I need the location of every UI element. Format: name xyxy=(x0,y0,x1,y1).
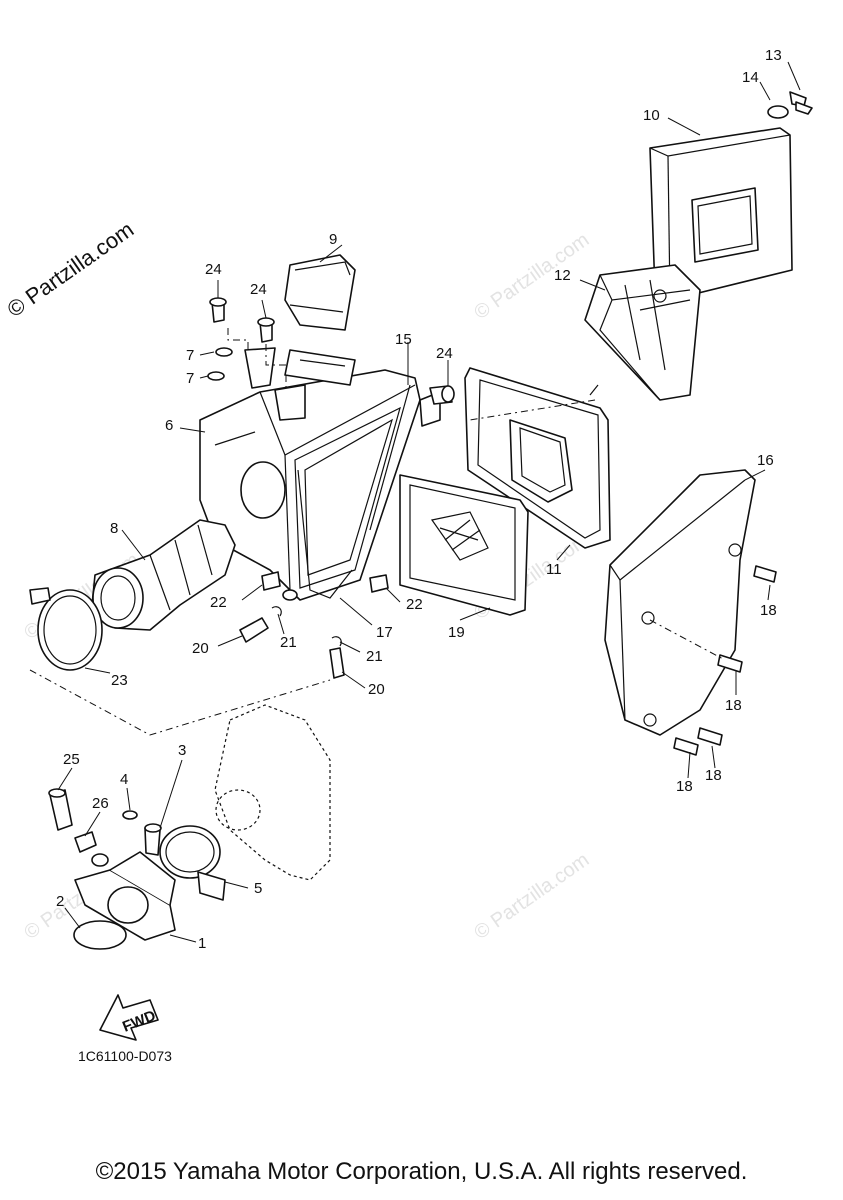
part-25-26-cap-clip xyxy=(48,788,97,853)
part-12-filter-cage xyxy=(584,264,701,401)
callout-10: 10 xyxy=(643,107,660,124)
leader-lines xyxy=(57,61,801,943)
callout-7b: 7 xyxy=(186,370,194,387)
callout-22a: 22 xyxy=(210,594,227,611)
callout-24c: 24 xyxy=(436,345,453,362)
copyright-notice: ©2015 Yamaha Motor Corporation, U.S.A. A… xyxy=(95,1158,748,1185)
part-24-bolts xyxy=(209,297,455,405)
callout-12: 12 xyxy=(554,267,571,284)
part-16-side-cover xyxy=(604,469,756,736)
callout-19: 19 xyxy=(448,624,465,641)
part-18-screws xyxy=(673,565,777,756)
watermark: © Partzilla.com xyxy=(470,849,593,944)
part-13-14-wingnut-washer xyxy=(767,91,813,119)
callout-18c: 18 xyxy=(705,767,722,784)
callout-9: 9 xyxy=(329,231,337,248)
callout-24b: 24 xyxy=(250,281,267,298)
callout-14: 14 xyxy=(742,69,759,86)
part-5-clamp xyxy=(159,825,226,901)
part-2-o-ring xyxy=(73,920,127,950)
callout-15: 15 xyxy=(395,331,412,348)
part-1-carb-joint xyxy=(74,851,176,941)
callout-4: 4 xyxy=(120,771,128,788)
assembly-line xyxy=(265,344,287,388)
callout-18a: 18 xyxy=(760,602,777,619)
part-8-intake-boot xyxy=(91,519,236,631)
part-10-filter-element xyxy=(649,127,793,301)
drawing-code: 1C61100-D073 xyxy=(78,1048,172,1064)
callout-20a: 20 xyxy=(192,640,209,657)
callout-24a: 24 xyxy=(205,261,222,278)
callout-20b: 20 xyxy=(368,681,385,698)
callout-11: 11 xyxy=(546,561,562,578)
assembly-line xyxy=(227,328,249,352)
callout-8: 8 xyxy=(110,520,118,537)
watermark: © Partzilla.com xyxy=(470,229,593,324)
callout-21a: 21 xyxy=(280,634,297,651)
engine-outline xyxy=(214,704,331,881)
callout-6: 6 xyxy=(165,417,173,434)
assembly-line xyxy=(29,669,331,736)
callout-26: 26 xyxy=(92,795,109,812)
part-22-20-21-small-parts xyxy=(239,571,389,679)
callout-25: 25 xyxy=(63,751,80,768)
callout-22b: 22 xyxy=(406,596,423,613)
part-3-4-bolt-washer xyxy=(122,810,162,856)
callout-5: 5 xyxy=(254,880,262,897)
callout-13: 13 xyxy=(765,47,782,64)
assembly-line xyxy=(649,619,726,661)
part-11-filter-cover xyxy=(464,367,611,549)
callout-21b: 21 xyxy=(366,648,383,665)
part-9-inlet-duct xyxy=(284,254,356,331)
partzilla-watermark: © Partzilla.com xyxy=(3,217,139,323)
callout-18d: 18 xyxy=(676,778,693,795)
callout-7a: 7 xyxy=(186,347,194,364)
assembly-line xyxy=(469,399,596,421)
callout-17: 17 xyxy=(376,624,393,641)
callout-1: 1 xyxy=(198,935,206,952)
callout-2: 2 xyxy=(56,893,64,910)
part-23-clamp xyxy=(29,587,103,671)
fwd-arrow-icon: FWD xyxy=(99,994,159,1041)
callout-23: 23 xyxy=(111,672,128,689)
callout-18b: 18 xyxy=(725,697,742,714)
part-15-17-seals xyxy=(297,384,411,599)
callout-3: 3 xyxy=(178,742,186,759)
callout-16: 16 xyxy=(757,452,774,469)
part-19-filter-screen xyxy=(399,474,529,616)
part-6-air-box xyxy=(199,349,441,601)
part-7-brackets xyxy=(207,347,306,421)
